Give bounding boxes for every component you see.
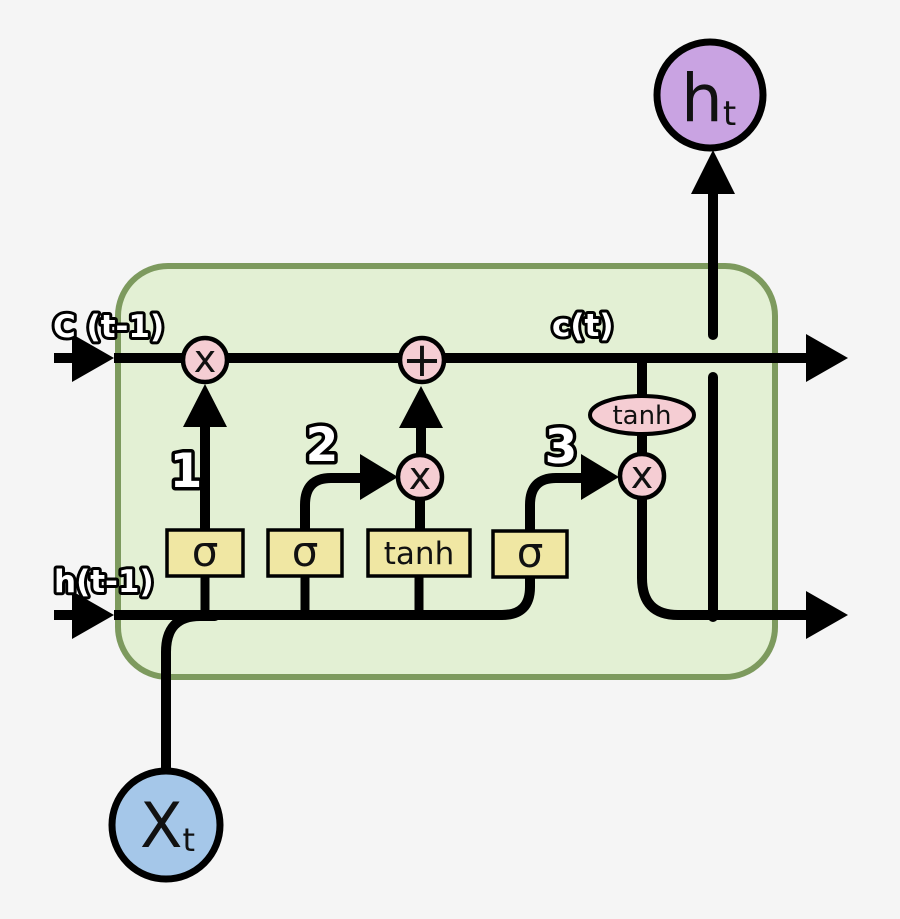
- hidden-state-in-arrow: [72, 591, 114, 639]
- candidate-tanh-symbol: tanh: [384, 536, 454, 572]
- input-gate-box: [266, 528, 344, 578]
- output-node-main: h: [681, 60, 723, 137]
- hidden-state-in-label: h(t-1): [54, 564, 154, 600]
- output-gate-out-line: [525, 473, 581, 532]
- cell-state-out-arrow: [806, 334, 848, 382]
- add-arrow: [399, 386, 443, 428]
- input-node: [108, 767, 224, 883]
- output-node-label: ht: [681, 60, 736, 137]
- cell-state-out-label: c(t): [552, 308, 614, 344]
- cell-state-in-label: C (t-1): [53, 309, 164, 345]
- add-symbol: +: [402, 332, 442, 388]
- input-line: [161, 611, 220, 778]
- forget-multiply-symbol: x: [194, 337, 217, 381]
- input-node-main: X: [140, 789, 182, 862]
- forget-gate-box: [165, 528, 245, 578]
- candidate-tanh-box: [366, 528, 472, 578]
- gate-3-label: 3: [545, 420, 578, 475]
- output-gate-box: [491, 529, 569, 579]
- output-node: [653, 38, 767, 152]
- cell-tanh-label: tanh: [612, 401, 671, 431]
- input-gate-out-line: [300, 473, 360, 532]
- gate-2-label: 2: [306, 418, 339, 473]
- forget-gate-arrow: [183, 384, 227, 427]
- cell-state-in-arrow: [72, 334, 114, 382]
- add-op: [397, 335, 447, 385]
- forget-multiply-op: [180, 335, 230, 385]
- output-node-sub: t: [723, 94, 736, 134]
- input-node-sub: t: [182, 821, 195, 859]
- input-node-label: Xt: [140, 789, 195, 862]
- output-gate-symbol: σ: [517, 528, 544, 577]
- cell-tanh-ellipse: [588, 394, 696, 436]
- output-gate-arrow: [581, 454, 619, 500]
- hidden-state-out-line: [637, 496, 810, 620]
- output-multiply-op: [617, 451, 667, 501]
- input-gate-arrow: [360, 454, 398, 500]
- hidden-state-out-arrow: [806, 591, 848, 639]
- input-multiply-op: [395, 452, 445, 502]
- input-gate-symbol: σ: [292, 527, 319, 576]
- gate-1-label: 1: [170, 444, 203, 499]
- output-arrow: [691, 150, 735, 194]
- output-multiply-symbol: x: [631, 453, 654, 497]
- input-multiply-symbol: x: [409, 454, 432, 498]
- forget-gate-symbol: σ: [192, 527, 219, 576]
- hidden-state-line: [114, 578, 535, 620]
